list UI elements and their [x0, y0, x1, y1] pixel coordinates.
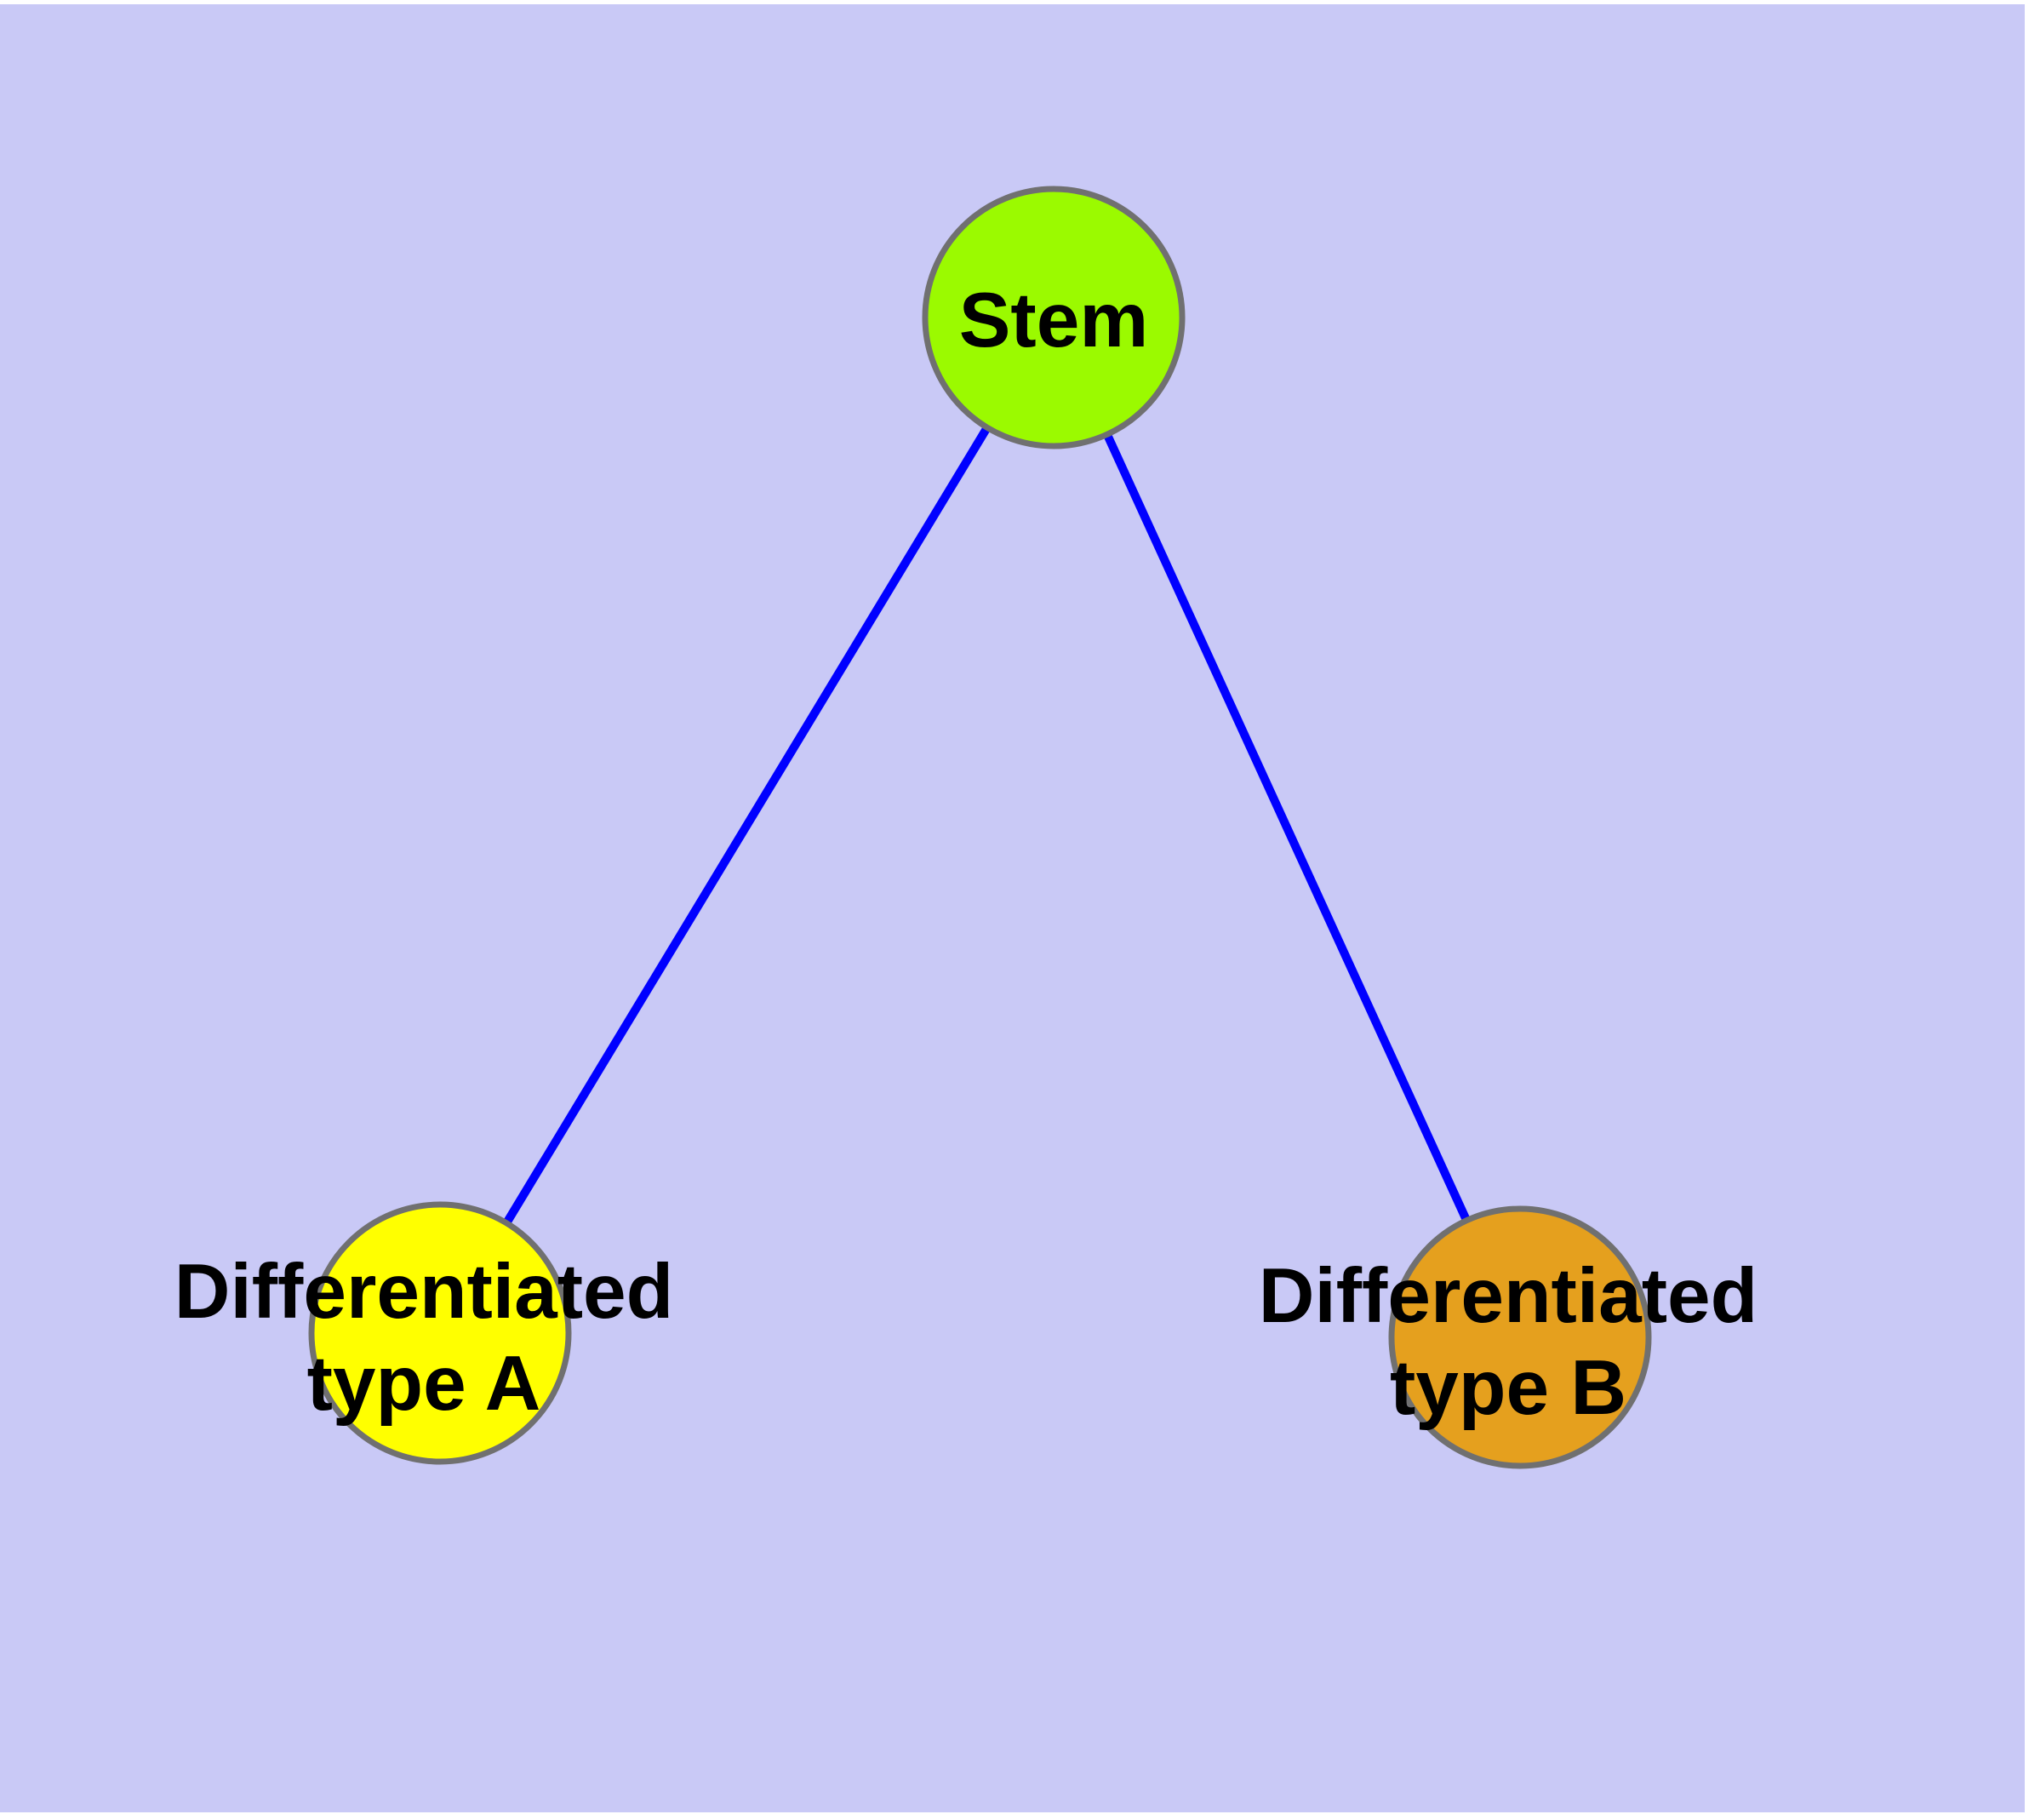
node-differentiated-type-b: [1388, 1205, 1652, 1469]
node-type-a-label-line1: Differentiated: [174, 1249, 674, 1335]
node-stem-label: Stem: [959, 278, 1149, 363]
node-type-a-label-line2: type A: [307, 1341, 541, 1427]
node-differentiated-type-a: [308, 1201, 572, 1465]
node-stem: [922, 186, 1186, 449]
node-type-b-label-line2: type B: [1390, 1345, 1626, 1431]
edge-stem-to-type-b: [1049, 315, 1524, 1340]
node-type-b-label-line1: Differentiated: [1259, 1253, 1758, 1339]
edge-stem-to-type-a: [436, 315, 1058, 1336]
